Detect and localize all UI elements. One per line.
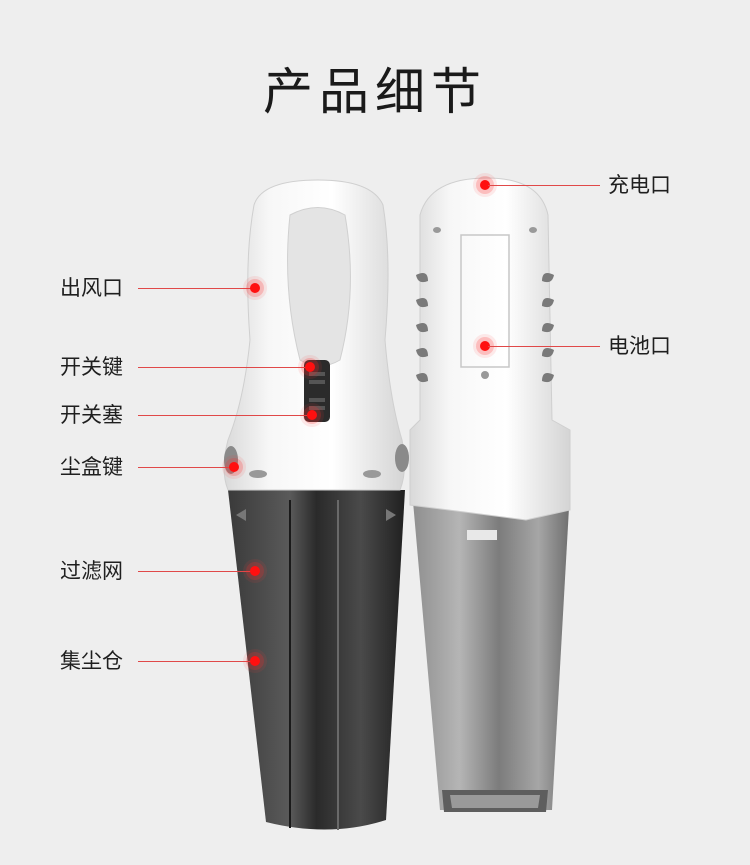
dot-charge-port <box>480 180 490 190</box>
dot-dust-box-key <box>229 462 239 472</box>
line-battery-port <box>488 346 600 347</box>
dot-power-key <box>305 362 315 372</box>
label-filter: 过滤网 <box>60 559 123 583</box>
line-outlet <box>138 288 252 289</box>
label-charge-port: 充电口 <box>608 173 671 197</box>
line-power-key <box>138 367 310 368</box>
dot-dust-bin <box>250 656 260 666</box>
dot-outlet <box>250 283 260 293</box>
back-view <box>409 177 571 812</box>
label-power-plug: 开关塞 <box>60 403 123 427</box>
label-battery-port: 电池口 <box>608 334 671 358</box>
label-outlet: 出风口 <box>60 276 123 300</box>
front-view <box>223 179 409 830</box>
line-dust-bin <box>138 661 254 662</box>
label-power-key: 开关键 <box>60 355 123 379</box>
label-dust-box-key: 尘盒键 <box>60 455 123 479</box>
dot-power-plug <box>307 410 317 420</box>
dot-battery-port <box>480 341 490 351</box>
line-charge-port <box>488 185 600 186</box>
page-title: 产品细节 <box>263 63 487 121</box>
line-power-plug <box>138 415 310 416</box>
label-dust-bin: 集尘仓 <box>60 649 123 673</box>
line-dust-box-key <box>138 467 234 468</box>
line-filter <box>138 571 254 572</box>
dot-filter <box>250 566 260 576</box>
